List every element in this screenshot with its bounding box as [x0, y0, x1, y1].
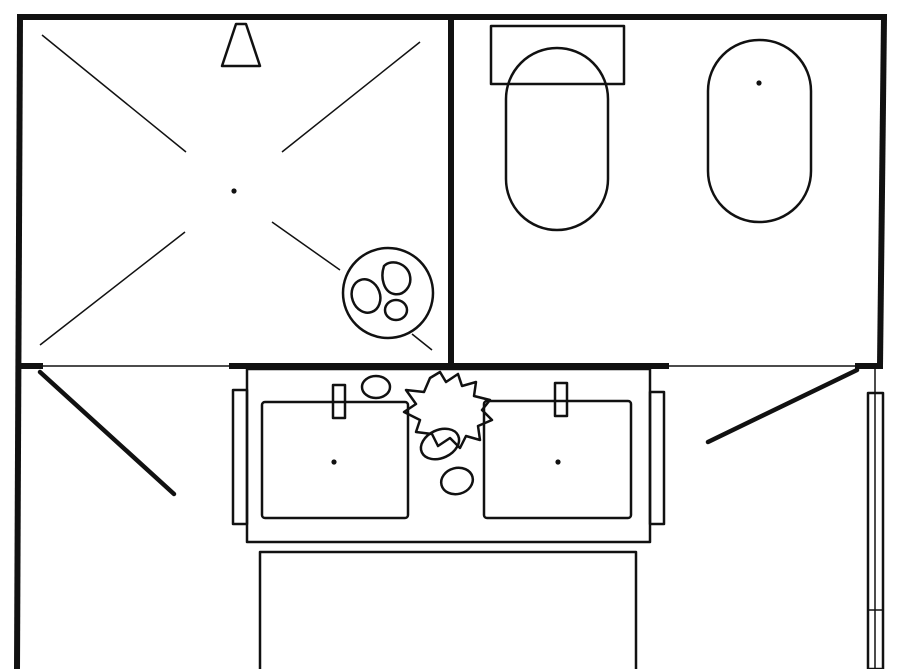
shower-slope-line	[271, 221, 341, 271]
bottle-icon	[383, 298, 409, 322]
vanity-side-panel-right	[648, 390, 666, 526]
shower-slope-line	[411, 333, 433, 351]
bidet-icon	[706, 38, 813, 224]
shower-slope-line	[39, 231, 186, 346]
faucet-right	[553, 381, 569, 418]
sink-drain-right-icon	[555, 459, 561, 465]
soap-icon	[350, 278, 382, 314]
interior-walls	[17, 14, 883, 369]
toilet-room	[489, 24, 813, 232]
counter-accessories	[360, 370, 494, 496]
bidet-drain-icon	[756, 80, 762, 86]
right-door-leaf	[705, 367, 860, 445]
shower-room	[39, 22, 435, 351]
vanity-side-panel-left	[231, 388, 249, 526]
basin-left	[260, 400, 410, 520]
bidet-bowl	[706, 38, 813, 224]
shower-slope-line	[281, 41, 421, 153]
shower-slope-line	[41, 34, 187, 153]
double-vanity	[231, 367, 666, 544]
plant-icon	[402, 370, 494, 450]
cabinet-panel	[866, 391, 885, 669]
shower-drain-icon	[231, 188, 237, 194]
left-wall	[13, 13, 24, 669]
soap-dish-icon	[360, 374, 392, 400]
right-wall-upper	[876, 13, 888, 370]
bathtub	[258, 550, 638, 669]
shower-head-icon	[220, 22, 262, 68]
toilet-bowl	[504, 46, 610, 232]
toilet-icon	[489, 24, 626, 232]
basin-right	[482, 399, 633, 520]
left-door-leaf	[37, 369, 177, 497]
wall-cabinet	[866, 391, 885, 669]
sponge-icon	[381, 261, 412, 296]
towel-icon	[419, 427, 461, 461]
shower-stool	[341, 246, 435, 340]
sink-drain-left-icon	[331, 459, 337, 465]
faucet-left	[331, 383, 347, 420]
toilet-tank	[489, 24, 626, 86]
doors	[37, 367, 860, 497]
bathtub-outline	[258, 550, 638, 669]
sink-right	[482, 381, 633, 520]
cup-icon	[439, 466, 475, 496]
stool-outline	[341, 246, 435, 340]
sink-left	[260, 383, 410, 520]
